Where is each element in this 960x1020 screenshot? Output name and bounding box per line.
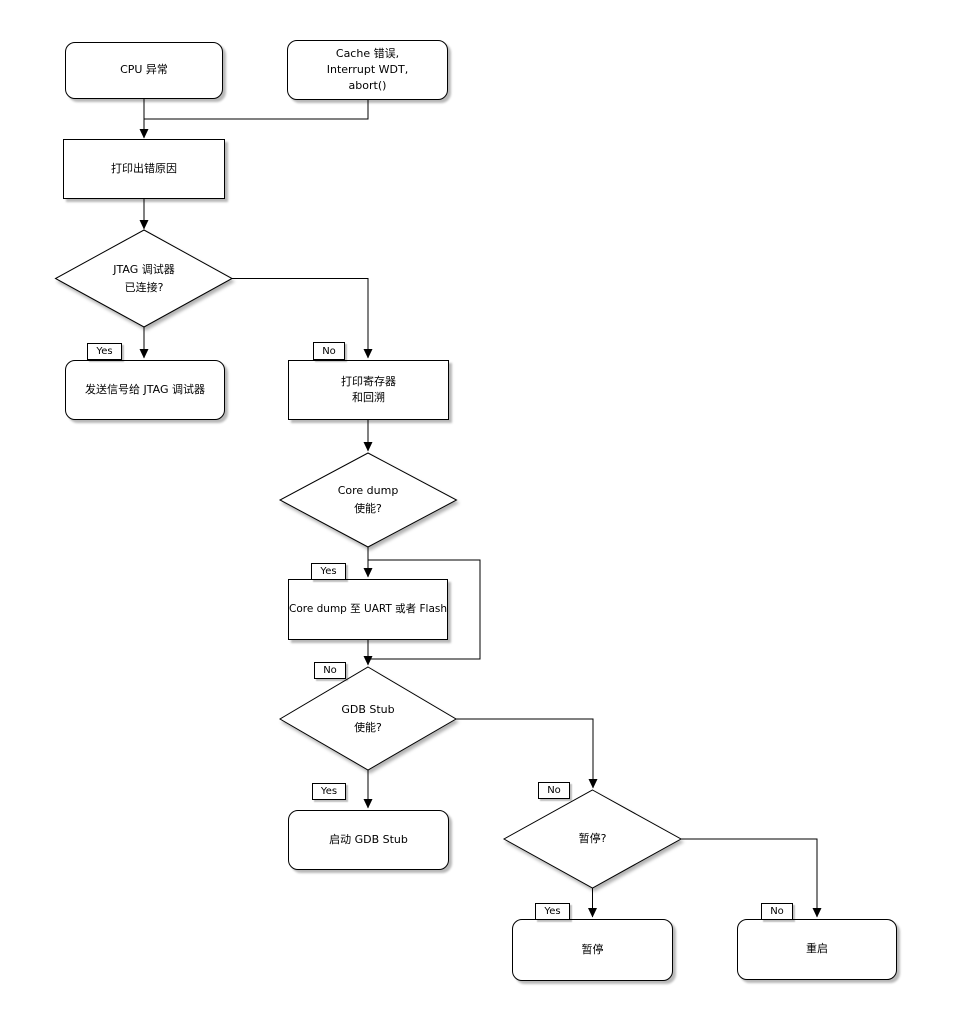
edge-coredump-no-bypass xyxy=(368,559,481,660)
branch-label-jtag-no: No xyxy=(313,342,345,360)
diamond-label-halt-question: 暂停? xyxy=(578,831,607,845)
node-reboot: 重启 xyxy=(737,919,897,980)
node-cpu-exception: CPU 异常 xyxy=(65,42,223,99)
branch-label-gdbstub-yes: Yes xyxy=(312,783,346,800)
node-print-reason: 打印出错原因 xyxy=(63,139,225,199)
branch-label-coredump-no: No xyxy=(314,662,346,679)
diamond-label-gdbstub-enabled: GDB Stub 使能? xyxy=(341,702,395,734)
node-send-signal-jtag: 发送信号给 JTAG 调试器 xyxy=(65,360,225,420)
diamond-label-jtag-connected: JTAG 调试器 已连接? xyxy=(113,262,175,294)
node-coredump-dest: Core dump 至 UART 或者 Flash xyxy=(288,579,448,640)
branch-label-coredump-yes: Yes xyxy=(311,563,346,580)
node-cache-error: Cache 错误, Interrupt WDT, abort() xyxy=(287,40,448,100)
node-halt: 暂停 xyxy=(512,919,673,981)
edge-cache-branch xyxy=(144,100,369,120)
edge-jtag-no xyxy=(232,278,373,359)
edge-halt-no xyxy=(681,838,822,918)
node-start-gdbstub: 启动 GDB Stub xyxy=(288,810,449,870)
branch-label-halt-yes: Yes xyxy=(535,903,570,920)
node-print-registers: 打印寄存器 和回溯 xyxy=(288,360,449,420)
diamond-label-coredump-enabled: Core dump 使能? xyxy=(337,483,399,515)
branch-label-jtag-yes: Yes xyxy=(87,343,122,360)
edge-gdbstub-no xyxy=(456,718,598,789)
branch-label-gdbstub-no: No xyxy=(538,782,570,799)
branch-label-halt-no: No xyxy=(761,903,793,920)
